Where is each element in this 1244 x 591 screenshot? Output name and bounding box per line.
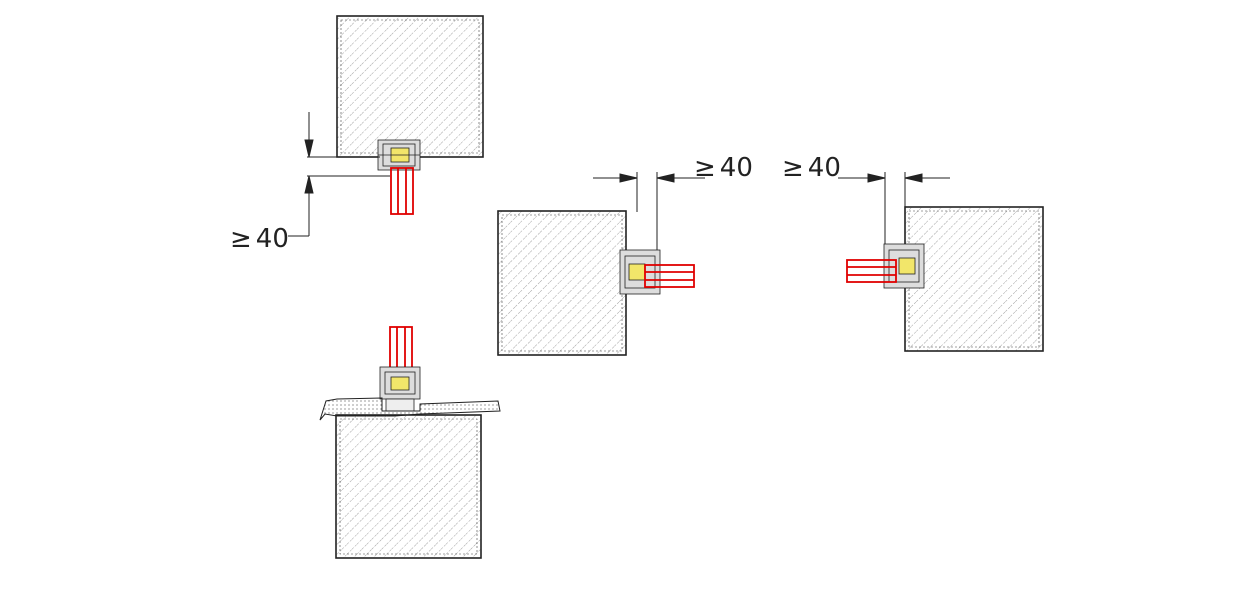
jamb-right-frame-profile <box>883 243 925 289</box>
head-detail: ≥40 <box>230 15 484 254</box>
head-wall-block <box>336 15 484 158</box>
jamb-right-dimension-label: ≥40 <box>782 153 841 183</box>
jamb-left-dimension <box>593 172 705 250</box>
jamb-left-wall-block <box>497 210 627 356</box>
jamb-left-sash <box>644 264 695 288</box>
jamb-left-dimension-label: ≥40 <box>694 153 753 183</box>
sill-wall-block <box>335 414 482 559</box>
jamb-right-wall-block <box>904 206 1044 352</box>
sill-frame-profile <box>379 366 421 412</box>
jamb-right-dimension <box>838 172 950 244</box>
head-dimension <box>288 112 390 237</box>
sill-wall-border <box>339 418 478 555</box>
jamb-right-sash <box>846 259 897 283</box>
head-sash <box>390 167 414 215</box>
head-dimension-label: ≥40 <box>230 224 289 254</box>
jamb-left-detail: ≥40 <box>497 153 753 356</box>
jamb-right-detail: ≥40 <box>782 153 1044 352</box>
head-frame-profile <box>377 139 421 171</box>
sill-sash <box>389 326 413 370</box>
sill-detail <box>319 326 501 559</box>
